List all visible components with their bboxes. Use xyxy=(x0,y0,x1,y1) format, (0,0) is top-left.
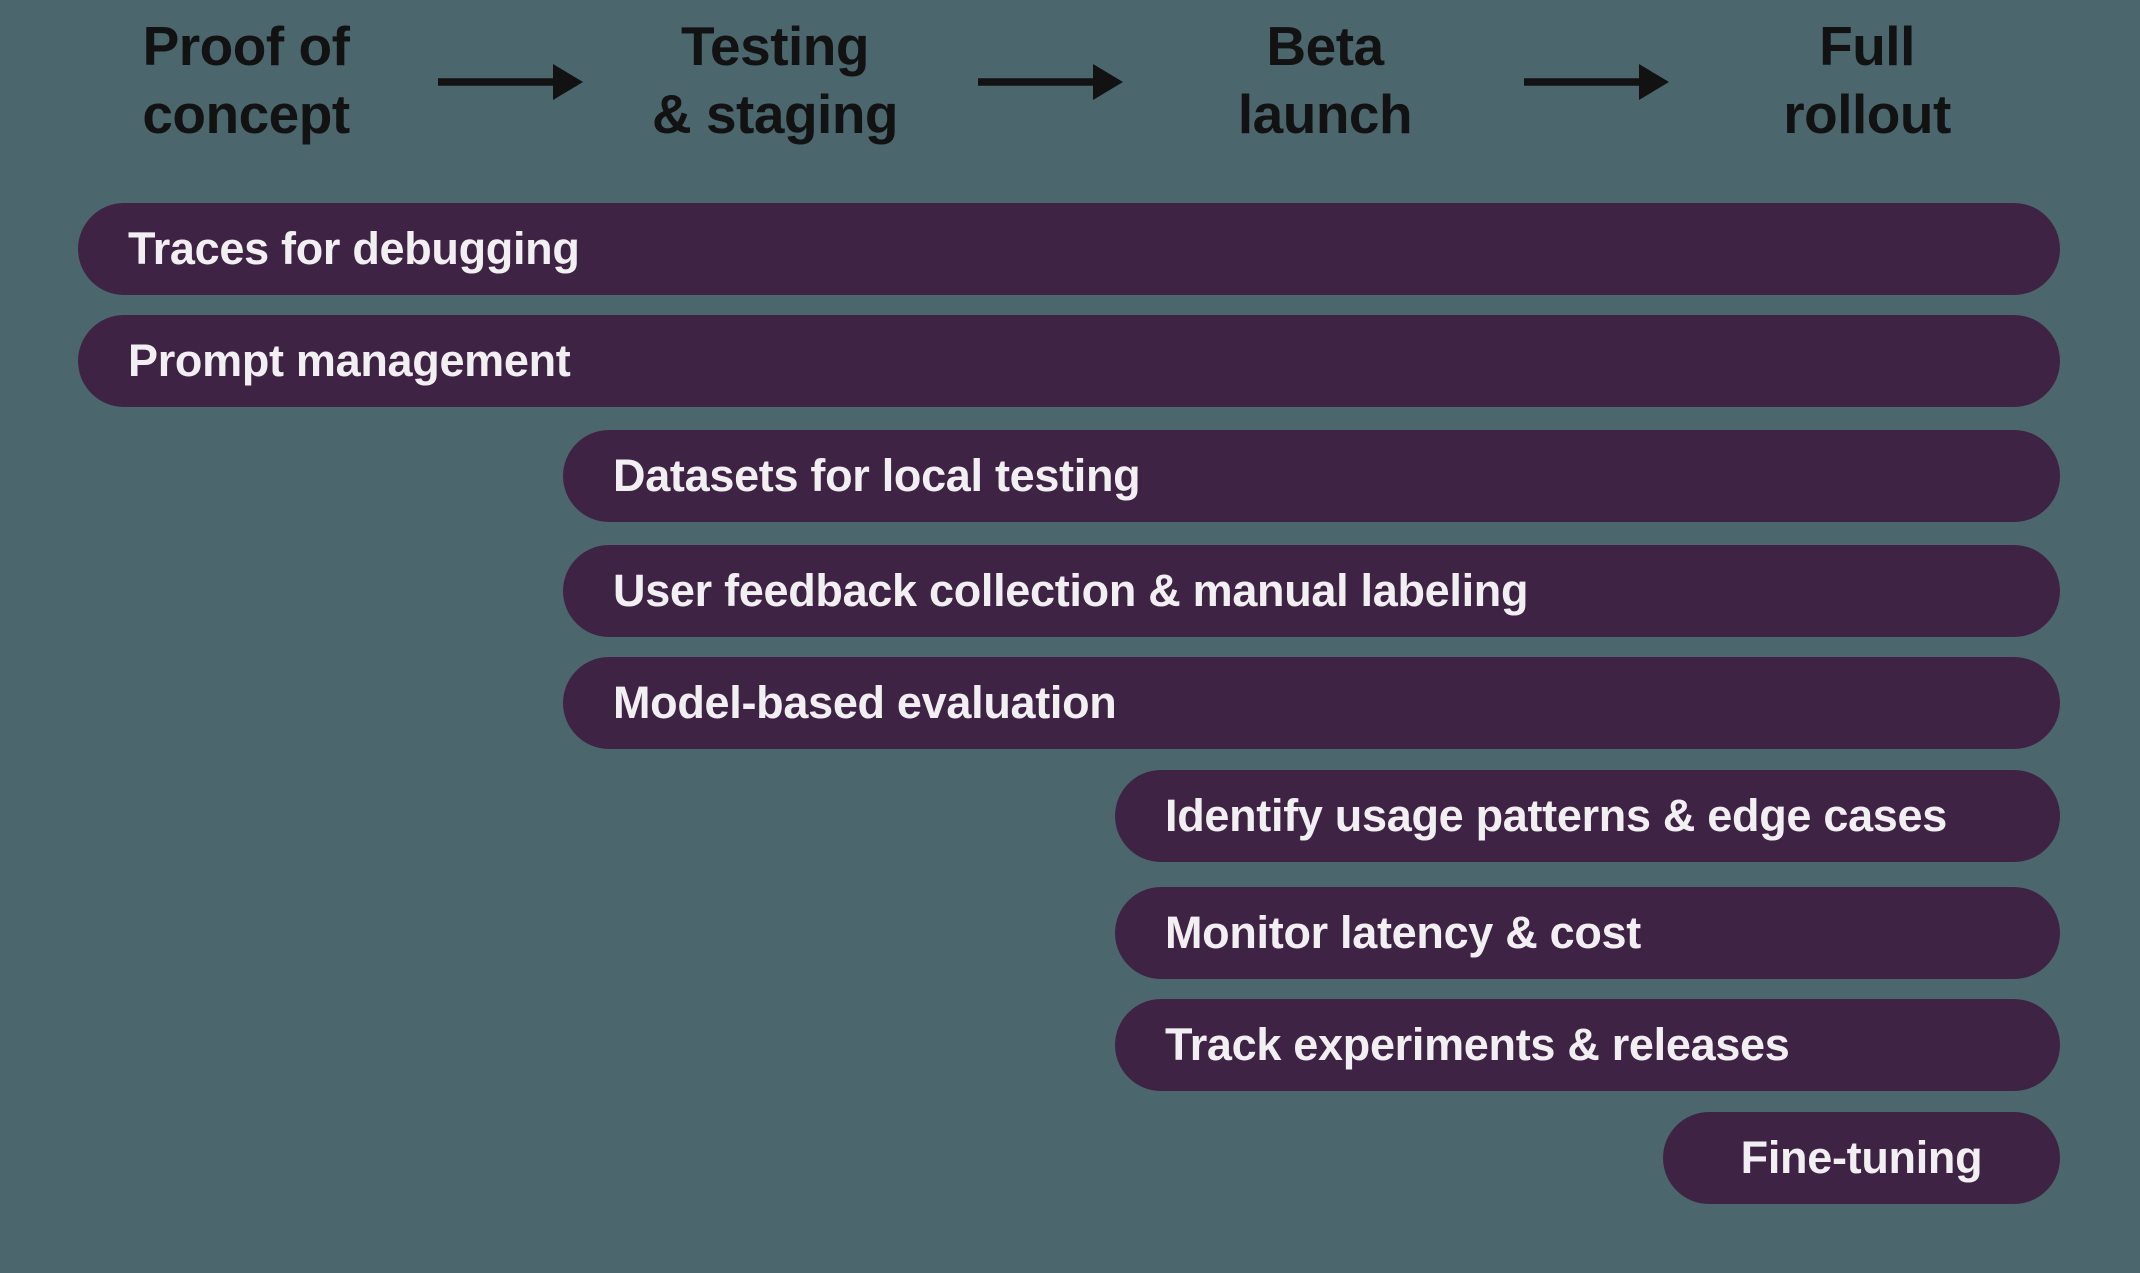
phase-header-line: launch xyxy=(1237,83,1413,145)
timeline-bar: Traces for debugging xyxy=(78,203,2060,295)
timeline-bar: Fine-tuning xyxy=(1663,1112,2060,1204)
timeline-bar-label: Fine-tuning xyxy=(1740,1132,1983,1183)
timeline-bar: Model-based evaluation xyxy=(563,657,2060,749)
phase-header-proof-of-concept: Proof of concept xyxy=(0,12,506,148)
timeline-bar-label: Monitor latency & cost xyxy=(1165,907,1641,958)
timeline-bar: Datasets for local testing xyxy=(563,430,2060,522)
timeline-bar: Track experiments & releases xyxy=(1115,999,2060,1091)
phase-header-line: Proof of xyxy=(142,15,350,77)
phase-header-line: Testing xyxy=(681,15,869,77)
phase-header-line: Full xyxy=(1819,15,1915,77)
arrow-right-icon xyxy=(978,64,1123,100)
arrow-right-icon xyxy=(1524,64,1669,100)
phase-header-line: rollout xyxy=(1783,83,1951,145)
timeline-bar-label: Datasets for local testing xyxy=(613,450,1141,501)
timeline-bar: Monitor latency & cost xyxy=(1115,887,2060,979)
timeline-bar-label: Model-based evaluation xyxy=(613,677,1117,728)
phase-header-full-rollout: Full rollout xyxy=(1607,12,2127,148)
phase-header-beta-launch: Beta launch xyxy=(1065,12,1585,148)
timeline-bar: Prompt management xyxy=(78,315,2060,407)
phase-header-line: concept xyxy=(142,83,350,145)
timeline-bar: Identify usage patterns & edge cases xyxy=(1115,770,2060,862)
timeline-bar-label: Track experiments & releases xyxy=(1165,1019,1790,1070)
timeline-bar-label: Prompt management xyxy=(128,335,571,386)
timeline-bar: User feedback collection & manual labeli… xyxy=(563,545,2060,637)
timeline-bar-label: User feedback collection & manual labeli… xyxy=(613,565,1529,616)
arrow-right-icon xyxy=(438,64,583,100)
phase-header-line: & staging xyxy=(651,83,899,145)
phase-header-testing-staging: Testing & staging xyxy=(515,12,1035,148)
phase-header-line: Beta xyxy=(1266,15,1384,77)
timeline-bar-label: Identify usage patterns & edge cases xyxy=(1165,790,1947,841)
timeline-bar-label: Traces for debugging xyxy=(128,223,580,274)
